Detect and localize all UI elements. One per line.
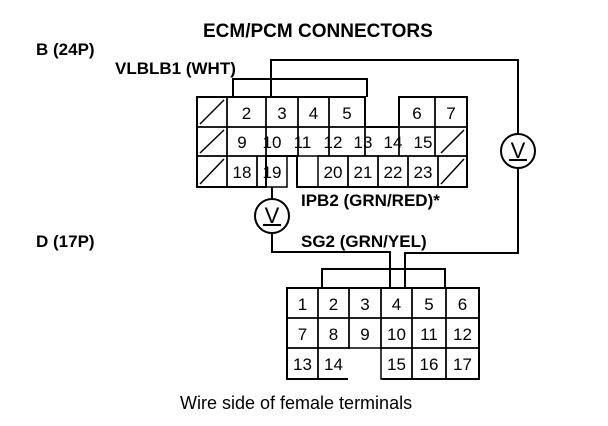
connector-b-blocked-cavity	[199, 158, 225, 185]
connector-b-blocked-cavity	[199, 129, 225, 154]
connector-d-pin-label: 4	[392, 295, 401, 314]
connector-b-pin-label: 11	[294, 133, 312, 152]
connector-b-pin-label: 21	[354, 163, 373, 182]
connector-d-pin-label: 17	[453, 355, 472, 374]
connector-b-blocked-cavity	[199, 99, 225, 125]
connector-b-blocked-cavity	[440, 129, 465, 154]
connector-d-pin-label: 7	[298, 325, 307, 344]
connector-d-pin-label: 2	[329, 295, 338, 314]
connector-d-pin-label: 6	[458, 295, 467, 314]
connector-d-pin-label: 5	[424, 295, 433, 314]
connector-b-pin-label: 20	[324, 163, 343, 182]
connector-d-pin-label: 1	[298, 295, 307, 314]
caption: Wire side of female terminals	[180, 393, 413, 413]
connector-d-lock-tab	[321, 268, 446, 288]
connector-b-pin-label: 6	[412, 104, 421, 123]
connector-b-pin-label: 7	[446, 104, 455, 123]
connector-b-pin-label: 10	[263, 133, 282, 152]
connector-b-pin-label: 15	[414, 133, 433, 152]
voltmeter-symbol: V	[511, 138, 526, 163]
voltmeter-right-icon: V	[500, 133, 536, 169]
connector-d-pin-label: 8	[329, 325, 338, 344]
connector-d-cavity	[445, 347, 480, 380]
connector-d-pin-label: 15	[387, 355, 406, 374]
wire-label-sg2: SG2 (GRN/YEL)	[301, 232, 427, 251]
connector-d-empty-cavity	[348, 349, 382, 380]
connector-b-pin-label: 23	[414, 163, 433, 182]
connector-b-pin-label: 14	[384, 133, 403, 152]
connector-d-pin-label: 3	[360, 295, 369, 314]
connector-d-pin-label: 14	[324, 355, 343, 374]
connector-b-pin-label: 18	[233, 163, 252, 182]
wire-ipb2-lower	[271, 233, 391, 288]
connector-b-pin-label: 2	[242, 104, 251, 123]
connector-b-blocked-cavity	[440, 158, 465, 185]
connector-b-pin-label: 22	[384, 163, 403, 182]
connector-d-pin-label: 13	[293, 355, 312, 374]
connector-b-pin-label: 3	[277, 104, 286, 123]
connector-d-pin-label: 10	[387, 325, 406, 344]
connector-d-pin-label: 16	[420, 355, 439, 374]
connector-b-label: B (24P)	[36, 40, 95, 59]
diagram-title: ECM/PCM CONNECTORS	[203, 21, 433, 42]
connector-d-label: D (17P)	[36, 232, 95, 251]
voltmeter-symbol: V	[265, 203, 280, 228]
connector-b-pin-label: 9	[237, 133, 246, 152]
wire-label-vlblb1: VLBLB1 (WHT)	[115, 59, 236, 78]
connector-b-pin-label: 13	[354, 133, 373, 152]
connector-b-cavity	[437, 155, 468, 188]
connector-b-pin-label: 19	[263, 163, 282, 182]
wire-sg2	[404, 168, 519, 288]
voltmeter-left-icon: V	[254, 198, 290, 234]
wire-vlblb1	[270, 59, 519, 134]
wire-label-ipb2: IPB2 (GRN/RED)*	[301, 191, 440, 210]
connector-d-outline	[286, 287, 480, 380]
connector-b-pin-label: 12	[324, 133, 343, 152]
connector-b-pin-label: 5	[342, 104, 351, 123]
connector-d-pin-label: 11	[420, 325, 438, 344]
connector-d-pin-label: 12	[453, 325, 472, 344]
connector-d-pin-label: 9	[360, 325, 369, 344]
connector-b-lock-tab	[232, 78, 368, 97]
connector-b-pin-label: 4	[309, 104, 318, 123]
